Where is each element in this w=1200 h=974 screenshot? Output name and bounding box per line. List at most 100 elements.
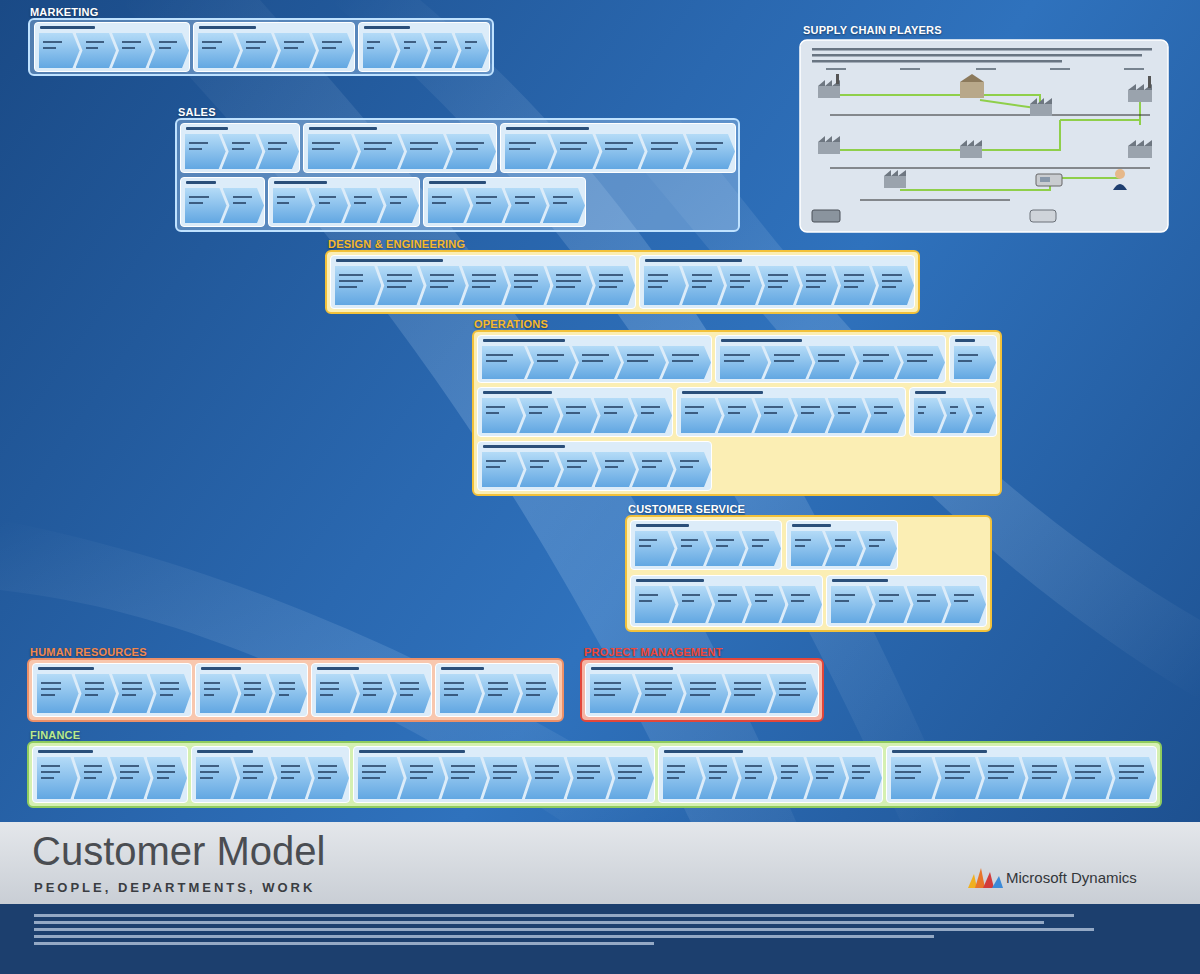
text-line-mark	[816, 765, 834, 767]
text-line-mark	[604, 406, 623, 408]
process-chevron	[309, 188, 349, 223]
text-line-mark	[599, 280, 623, 282]
process-chevron	[663, 757, 703, 799]
text-line-mark	[779, 688, 806, 690]
text-line-mark	[907, 354, 933, 356]
text-line-mark	[764, 412, 777, 414]
process-chevron	[632, 452, 674, 487]
text-line-mark	[472, 286, 490, 288]
process-group	[477, 335, 712, 383]
text-line-mark	[486, 412, 499, 414]
section-node: FINANCE	[25, 729, 1162, 808]
text-line-mark	[387, 280, 411, 282]
text-line-mark	[41, 777, 54, 779]
text-line-mark	[434, 47, 441, 49]
group-title-bar	[792, 524, 831, 527]
section-band	[27, 658, 564, 722]
process-chevron	[944, 586, 986, 623]
text-line-mark	[451, 765, 475, 767]
section-heading: MARKETING	[30, 6, 98, 18]
text-line-mark	[954, 594, 974, 596]
text-line-mark	[838, 412, 851, 414]
process-group	[195, 663, 308, 717]
text-line-mark	[918, 406, 926, 408]
process-chevron	[914, 398, 944, 433]
process-chevron	[557, 452, 599, 487]
text-line-mark	[284, 47, 298, 49]
text-line-mark	[189, 202, 203, 204]
process-group	[585, 663, 819, 717]
text-line-mark	[410, 765, 434, 767]
text-line-mark	[882, 274, 902, 276]
poster-subtitle: PEOPLE, DEPARTMENTS, WORK	[34, 880, 315, 896]
process-group	[909, 387, 997, 437]
text-line-mark	[451, 777, 469, 779]
text-line-mark	[806, 280, 826, 282]
text-line-mark	[582, 360, 603, 362]
text-line-mark	[160, 688, 180, 690]
group-title-bar	[483, 391, 552, 394]
process-group	[676, 387, 906, 437]
process-chevron	[308, 757, 349, 799]
text-line-mark	[488, 694, 502, 696]
text-line-mark	[122, 682, 142, 684]
section-heading: PROJECT MANAGEMENT	[584, 646, 723, 658]
text-line-mark	[486, 360, 507, 362]
group-title-bar	[832, 579, 888, 582]
group-title-bar	[38, 667, 94, 670]
text-line-mark	[120, 777, 133, 779]
text-line-mark	[685, 406, 704, 408]
process-chevron	[1065, 757, 1113, 799]
process-chevron	[745, 586, 786, 623]
text-line-mark	[456, 148, 478, 150]
process-chevron	[519, 398, 560, 433]
process-chevron	[754, 398, 795, 433]
process-chevron	[781, 586, 822, 623]
text-line-mark	[122, 688, 142, 690]
text-line-mark	[816, 771, 834, 773]
text-line-mark	[85, 682, 105, 684]
process-chevron	[595, 452, 637, 487]
text-line-mark	[41, 694, 55, 696]
text-line-mark	[764, 406, 783, 408]
process-chevron	[39, 33, 80, 68]
text-line-mark	[752, 545, 764, 547]
text-line-mark	[189, 148, 202, 150]
text-line-mark	[667, 765, 685, 767]
text-line-mark	[976, 412, 982, 414]
process-chevron	[344, 188, 384, 223]
process-chevron	[37, 757, 78, 799]
text-line-mark	[618, 777, 636, 779]
text-line-mark	[404, 47, 411, 49]
process-chevron	[335, 266, 381, 305]
process-chevron	[198, 33, 240, 68]
text-line-mark	[728, 406, 747, 408]
process-chevron	[859, 531, 897, 566]
text-line-mark	[692, 286, 706, 288]
text-line-mark	[728, 412, 741, 414]
text-line-mark	[917, 594, 937, 596]
group-title-bar	[40, 26, 95, 29]
process-chevron	[831, 586, 873, 623]
text-line-mark	[530, 460, 550, 462]
group-title-bar	[483, 445, 565, 448]
section-node: SALES	[173, 106, 740, 232]
text-line-mark	[85, 694, 99, 696]
process-chevron	[842, 757, 882, 799]
process-group	[358, 22, 490, 72]
text-line-mark	[364, 148, 386, 150]
process-chevron	[907, 586, 949, 623]
text-line-mark	[318, 771, 337, 773]
text-line-mark	[648, 274, 668, 276]
process-chevron	[185, 134, 226, 169]
process-chevron	[440, 674, 482, 713]
text-line-mark	[244, 694, 254, 696]
process-chevron	[590, 674, 639, 713]
text-line-mark	[363, 688, 382, 690]
text-line-mark	[1075, 765, 1101, 767]
text-line-mark	[160, 694, 174, 696]
process-chevron	[644, 266, 686, 305]
text-line-mark	[768, 274, 788, 276]
process-chevron	[682, 266, 724, 305]
process-chevron	[631, 398, 672, 433]
